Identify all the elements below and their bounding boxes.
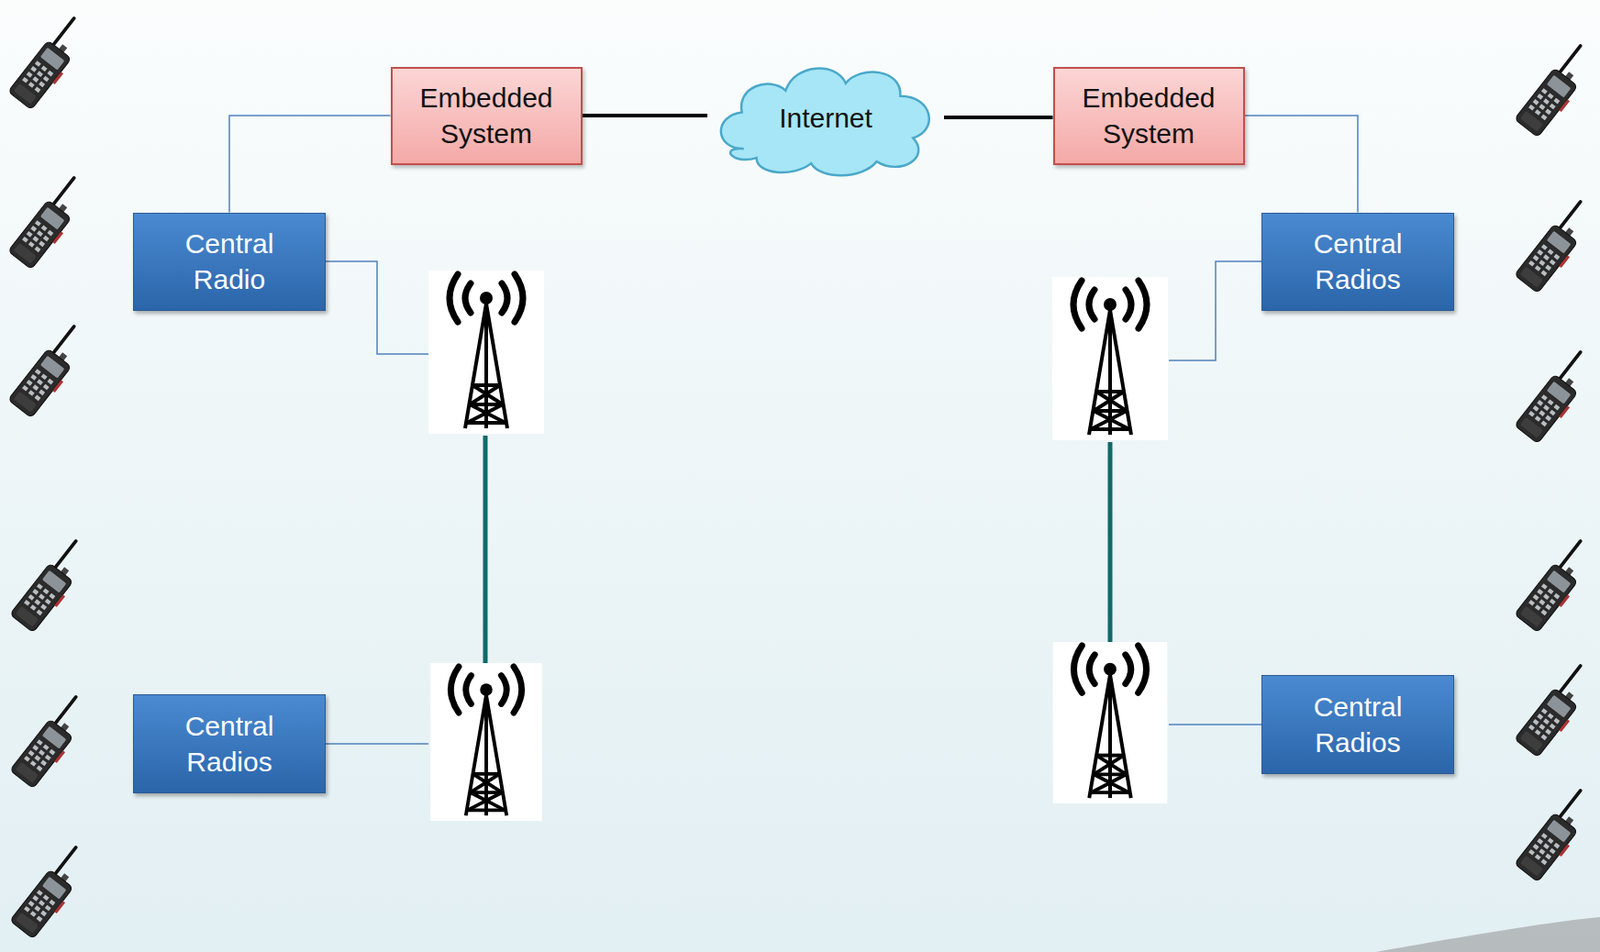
handheld-radio: [1514, 197, 1600, 295]
tower-symbol: [1053, 642, 1168, 804]
feed-wire: [1168, 261, 1263, 361]
handheld-radio: [8, 13, 95, 112]
handheld-radio: [1514, 536, 1600, 634]
corner-swoosh: [1376, 917, 1600, 952]
node-label: Embedded System: [1073, 79, 1225, 152]
handheld-radio: [10, 843, 97, 941]
radio-link: [1108, 442, 1113, 643]
handheld-radio: [1514, 347, 1600, 445]
node-label: Central Radio: [154, 225, 306, 298]
central-radio-box: Central Radio: [133, 212, 326, 312]
feed-wire: [1168, 723, 1263, 726]
embedded-system-box: Embedded System: [1053, 66, 1245, 166]
radio-link: [483, 435, 489, 664]
central-radio-box: Central Radios: [1261, 675, 1455, 775]
handheld-radio: [10, 536, 97, 634]
feed-wire: [325, 261, 429, 355]
control-wire: [1244, 115, 1359, 213]
embedded-system-box: Embedded System: [390, 66, 583, 166]
central-radio-box: Central Radios: [1261, 212, 1455, 312]
handheld-radio: [1514, 661, 1600, 759]
tower-symbol: [1052, 277, 1168, 441]
feed-wire: [325, 743, 429, 745]
handheld-radio: [10, 692, 97, 790]
node-label: Central Radios: [1282, 225, 1434, 298]
internet-cloud: Internet: [707, 55, 945, 179]
node-label: Central Radios: [154, 708, 306, 780]
tower-symbol: [428, 270, 545, 434]
tower-symbol: [430, 663, 543, 822]
handheld-radio: [1514, 786, 1600, 884]
node-label: Central Radios: [1282, 688, 1434, 761]
handheld-radio: [8, 173, 95, 271]
node-label: Embedded System: [411, 79, 563, 152]
network-link: [944, 115, 1054, 120]
handheld-radio: [1514, 41, 1600, 139]
central-radio-box: Central Radios: [133, 694, 326, 794]
handheld-radio: [8, 322, 95, 420]
control-wire: [229, 115, 391, 213]
network-link: [582, 113, 709, 118]
node-label: Internet: [778, 100, 873, 136]
